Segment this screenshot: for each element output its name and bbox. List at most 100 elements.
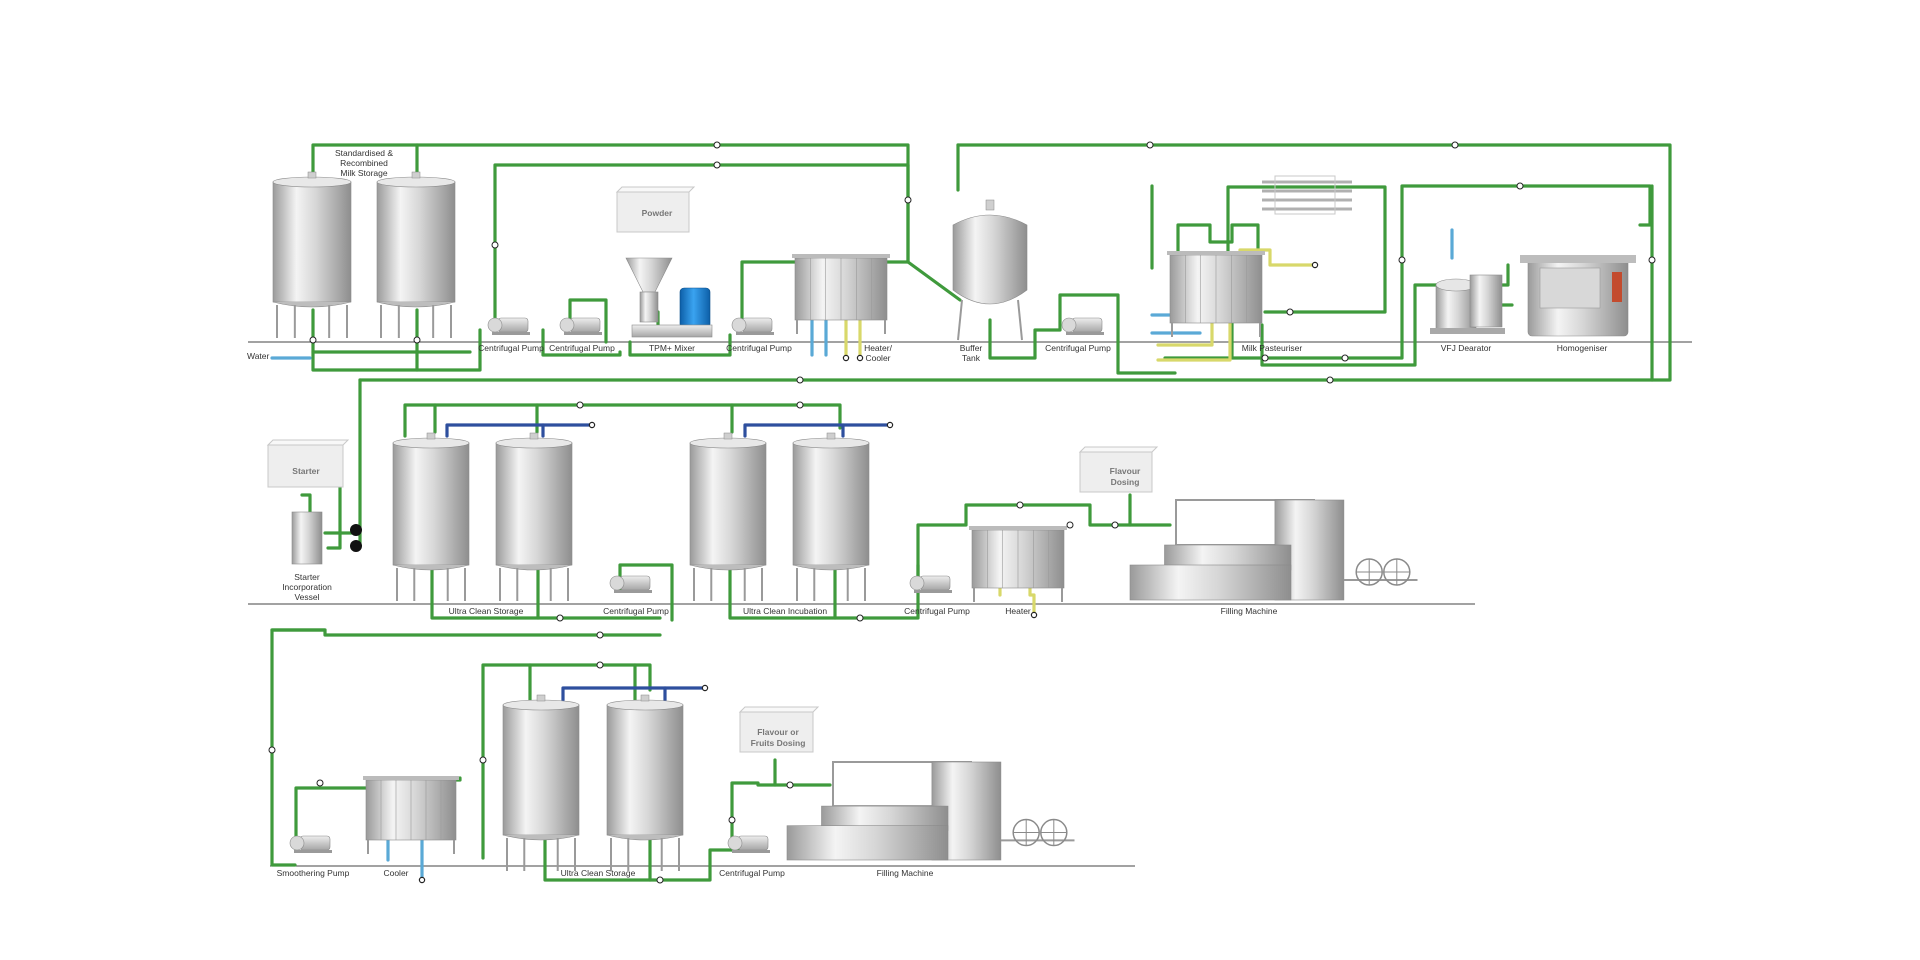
tank-top xyxy=(495,437,573,449)
tank-top xyxy=(689,437,767,449)
flow-arrow-marker xyxy=(596,661,604,669)
label-dearator: VFJ Dearator xyxy=(1441,343,1492,353)
pump-base xyxy=(614,590,652,593)
tank-nozzle xyxy=(426,432,436,440)
flow-arrow-marker xyxy=(1286,308,1294,316)
tpm-mixer xyxy=(625,257,713,338)
milk-storage-tank-1 xyxy=(272,171,352,338)
centrifugal-pump-3 xyxy=(731,317,774,335)
tank-body xyxy=(392,442,470,566)
flavour-dosing-box xyxy=(1078,446,1159,493)
buffer-tank-nozzle xyxy=(985,199,995,211)
centrifugal-pump-4 xyxy=(1061,317,1104,335)
flow-arrow-marker xyxy=(413,336,421,344)
label-fruits-dosing-2: Fruits Dosing xyxy=(751,738,806,748)
flow-arrow-marker xyxy=(268,746,276,754)
pump-base xyxy=(1066,332,1104,335)
tank-top xyxy=(502,699,580,711)
tank-body xyxy=(792,442,870,566)
flow-arrow-marker xyxy=(1066,521,1074,529)
pipe-end-marker xyxy=(856,354,864,362)
flow-arrow-marker xyxy=(856,614,864,622)
pump-motor xyxy=(737,835,769,851)
dosing-box-top xyxy=(615,186,696,193)
label-l2-storage: Ultra Clean Storage xyxy=(449,606,524,616)
holding-tube xyxy=(1262,175,1352,215)
filler-base xyxy=(1129,564,1292,601)
flow-arrow-marker xyxy=(904,196,912,204)
dosing-box-body xyxy=(739,711,814,753)
dosing-box-body xyxy=(1079,451,1153,493)
label-storage-2: Recombined xyxy=(340,158,388,168)
starter-valve xyxy=(350,524,362,536)
homogeniser xyxy=(1520,255,1636,337)
pipe-end-marker xyxy=(588,421,596,429)
homogeniser-control xyxy=(1612,272,1622,302)
mixer-base xyxy=(631,324,713,338)
pump-head xyxy=(609,575,625,591)
dearator-base xyxy=(1430,328,1505,334)
buffer-tank-leg xyxy=(1017,299,1023,341)
flow-arrow-marker xyxy=(796,376,804,384)
flow-arrow-marker xyxy=(1016,501,1024,509)
pump-head xyxy=(289,835,305,851)
mixer-funnel xyxy=(625,257,673,293)
milk-pasteuriser xyxy=(1167,251,1265,337)
tank-body xyxy=(272,181,352,303)
buffer-tank xyxy=(952,199,1028,341)
mixer-column xyxy=(639,291,659,323)
label-cooler: Cooler xyxy=(383,868,408,878)
tank-nozzle xyxy=(536,694,546,702)
tank-bottom xyxy=(392,564,470,571)
flow-arrow-marker xyxy=(796,401,804,409)
holding-tube-frame xyxy=(1274,175,1336,215)
label-l1-pump-4: Centrifugal Pump xyxy=(1045,343,1111,353)
label-l3-pump: Centrifugal Pump xyxy=(719,868,785,878)
pump-head xyxy=(727,835,743,851)
pump-motor xyxy=(619,575,651,591)
label-starter-vessel-1: Starter xyxy=(294,572,320,582)
filling-machine-2 xyxy=(1129,499,1418,601)
tank-bottom xyxy=(495,564,573,571)
tank-bottom xyxy=(792,564,870,571)
homogeniser-panel xyxy=(1539,267,1601,309)
tank-bottom xyxy=(272,301,352,308)
pipe-end-marker xyxy=(886,421,894,429)
flow-arrow-marker xyxy=(309,336,317,344)
label-flavour-2: Dosing xyxy=(1111,477,1140,487)
label-pasteuriser: Milk Pasteuriser xyxy=(1242,343,1303,353)
tank-bottom xyxy=(606,834,684,841)
flow-arrow-marker xyxy=(1398,256,1406,264)
tank-bottom xyxy=(502,834,580,841)
l2-centrifugal-pump-1 xyxy=(609,575,652,593)
pipe-end-marker xyxy=(1030,611,1038,619)
flow-arrow-marker xyxy=(728,816,736,824)
starter-valve xyxy=(350,540,362,552)
tank-top xyxy=(792,437,870,449)
pump-motor xyxy=(741,317,773,333)
filling-machine-3 xyxy=(786,761,1075,861)
label-l3-filling: Filling Machine xyxy=(877,868,934,878)
pump-base xyxy=(732,850,770,853)
label-l1-pump-3: Centrifugal Pump xyxy=(726,343,792,353)
heater xyxy=(969,526,1067,602)
flow-arrow-marker xyxy=(786,781,794,789)
tank-bottom xyxy=(689,564,767,571)
label-l3-storage: Ultra Clean Storage xyxy=(561,868,636,878)
label-homogeniser: Homogeniser xyxy=(1557,343,1608,353)
pump-head xyxy=(559,317,575,333)
centrifugal-pump-1 xyxy=(487,317,530,335)
tank-nozzle xyxy=(529,432,539,440)
label-buffer-1: Buffer xyxy=(960,343,983,353)
pipe-end-marker xyxy=(701,684,709,692)
label-l2-pump-1: Centrifugal Pump xyxy=(603,606,669,616)
label-powder: Powder xyxy=(642,208,673,218)
smoothering-pump xyxy=(289,835,332,853)
pipe-end-marker xyxy=(842,354,850,362)
incubation-tank-2 xyxy=(792,432,870,601)
label-smoothering-pump: Smoothering Pump xyxy=(277,868,350,878)
tank-body xyxy=(495,442,573,566)
tank-top xyxy=(392,437,470,449)
ultra-clean-storage-tank-2 xyxy=(495,432,573,601)
